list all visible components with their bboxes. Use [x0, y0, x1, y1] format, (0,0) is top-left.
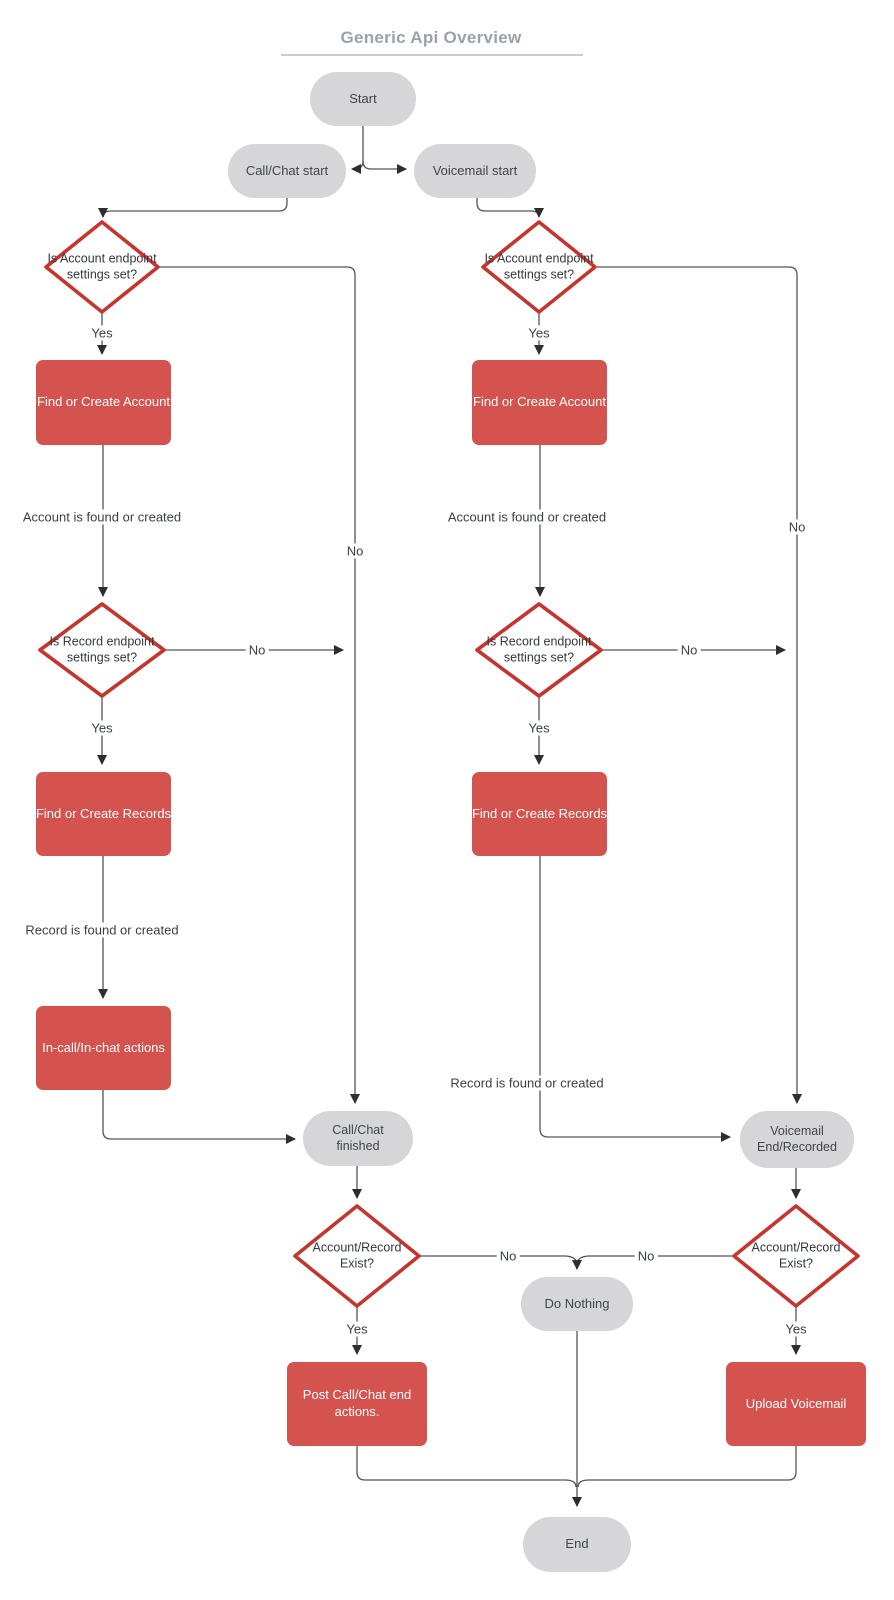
decision-is-account-right-label: Is Account endpoint settings set? — [484, 251, 594, 281]
node-upload-voicemail: Upload Voicemail — [726, 1362, 866, 1446]
decision-exist-left-shape — [293, 1204, 421, 1308]
decision-is-account-left-shape — [44, 220, 160, 314]
label-yes-account-right: Yes — [525, 325, 553, 341]
node-post-callchat-end-actions: Post Call/Chat end actions. — [287, 1362, 427, 1446]
label-no-exist-left: No — [496, 1248, 520, 1264]
node-voicemail-end-recorded: Voicemail End/Recorded — [740, 1111, 854, 1168]
decision-diamonds — [38, 220, 860, 1308]
node-callchat-start: Call/Chat start — [228, 144, 346, 198]
label-yes-exist-left: Yes — [343, 1321, 371, 1337]
node-end: End — [523, 1517, 631, 1572]
decision-is-account-right-shape — [481, 220, 597, 314]
node-do-nothing: Do Nothing — [521, 1277, 633, 1331]
label-yes-exist-right: Yes — [782, 1321, 810, 1337]
label-yes-record-right: Yes — [525, 720, 553, 736]
node-callchat-finished: Call/Chat finished — [303, 1111, 413, 1166]
decision-is-record-right-label: Is Record endpoint settings set? — [486, 634, 592, 664]
node-find-or-create-records-left: Find or Create Records — [36, 772, 171, 856]
node-find-or-create-account-left: Find or Create Account — [36, 360, 171, 445]
label-no-account-left: No — [343, 543, 367, 559]
node-start: Start — [310, 72, 416, 126]
diagram-title: Generic Api Overview — [340, 28, 522, 47]
node-voicemail-start: Voicemail start — [414, 144, 536, 198]
label-record-found-left: Record is found or created — [22, 922, 182, 938]
node-incall-inchat-actions: In-call/In-chat actions — [36, 1006, 171, 1090]
label-account-found-right: Account is found or created — [444, 509, 610, 525]
label-no-record-right: No — [677, 642, 701, 658]
label-no-exist-right: No — [634, 1248, 658, 1264]
decision-exist-right-label: Account/Record Exist? — [751, 1240, 841, 1270]
decision-exist-right-shape — [732, 1204, 860, 1308]
decision-is-account-left-label: Is Account endpoint settings set? — [47, 251, 157, 281]
label-no-record-left: No — [245, 642, 269, 658]
label-yes-record-left: Yes — [88, 720, 116, 736]
node-find-or-create-account-right: Find or Create Account — [472, 360, 607, 445]
decision-is-record-right-shape — [475, 602, 603, 698]
node-find-or-create-records-right: Find or Create Records — [472, 772, 607, 856]
label-yes-account-left: Yes — [88, 325, 116, 341]
label-record-found-right: Record is found or created — [447, 1075, 607, 1091]
decision-exist-left-label: Account/Record Exist? — [312, 1240, 402, 1270]
label-account-found-left: Account is found or created — [19, 509, 185, 525]
decision-is-record-left-label: Is Record endpoint settings set? — [49, 634, 155, 664]
label-no-account-right: No — [785, 519, 809, 535]
connector-lines — [97, 126, 802, 1507]
decision-is-record-left-shape — [38, 602, 166, 698]
